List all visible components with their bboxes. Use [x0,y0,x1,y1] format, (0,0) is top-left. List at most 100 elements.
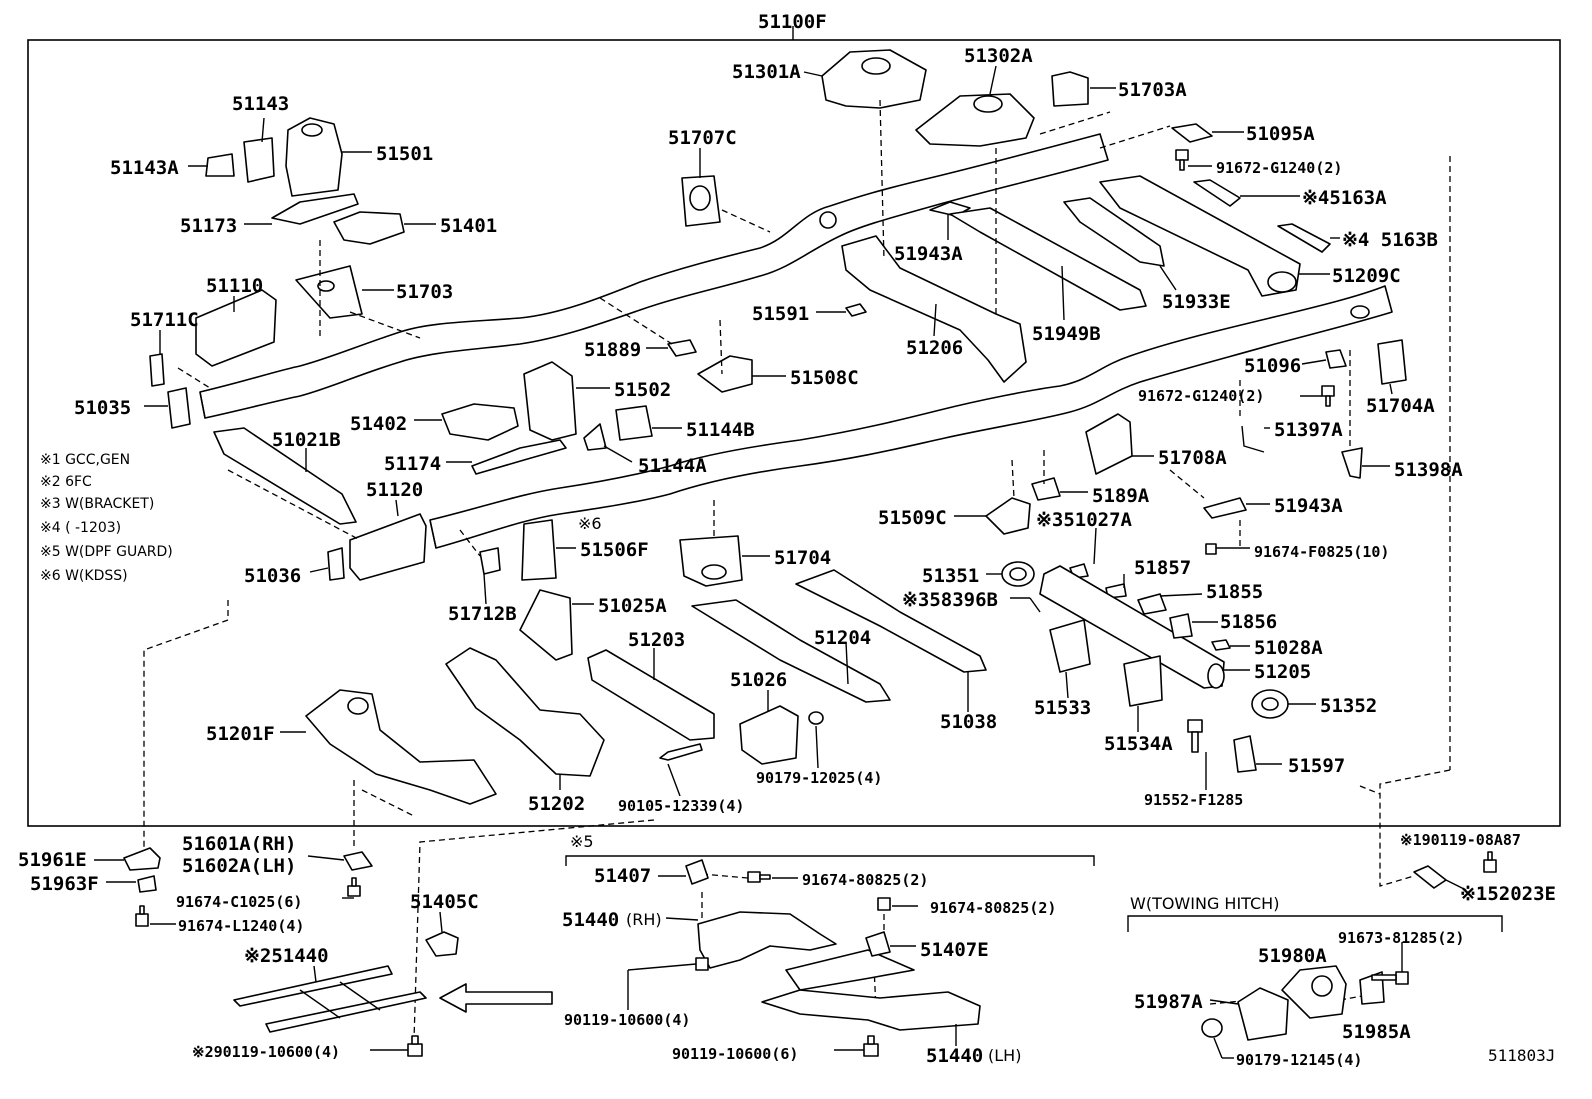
part-label-51602A: 51602A(LH) [182,855,297,877]
part-label-51943A-upper: 51943A [894,243,963,265]
part-label-5189A: 5189A [1092,485,1150,507]
bottom-parts [94,847,1503,1059]
part-label-90119-10600-a: 90119-10600(4) [564,1011,691,1029]
part-label-51949B: 51949B [1032,323,1101,345]
part-label-90105-12339: 90105-12339(4) [618,797,745,815]
part-label-51203: 51203 [628,629,686,651]
part-label-51201F: 51201F [206,723,275,745]
part-label-91674-C1025: 91674-C1025(6) [176,893,303,911]
part-label-51038: 51038 [940,711,998,733]
part-label-91673-81285: 91673-81285(2) [1338,929,1465,947]
part-label-51533: 51533 [1034,697,1092,719]
part-label-90179-12025: 90179-12025(4) [756,769,883,787]
part-label-51712B: 51712B [448,603,517,625]
part-label-51301A: 51301A [732,61,801,83]
part-label-51534A: 51534A [1104,733,1173,755]
part-label-51027A: ※351027A [1036,509,1132,531]
leader-lines [144,65,1393,797]
part-label-51440-lh: 51440 [926,1045,984,1067]
part-label-90119-08A87: ※190119-08A87 [1400,831,1521,849]
part-label-51703A: 51703A [1118,79,1187,101]
part-label-51855: 51855 [1206,581,1264,603]
part-label-51508C: 51508C [790,367,859,389]
part-label-51506F: 51506F [580,539,649,561]
part-label-91674-F0825: 91674-F0825(10) [1254,543,1390,561]
part-label-51597: 51597 [1288,755,1346,777]
part-label-91674-80825-b: 91674-80825(2) [930,899,1057,917]
part-label-51021B: 51021B [272,429,341,451]
part-label-51933E: 51933E [1162,291,1231,313]
part-label-51703: 51703 [396,281,454,303]
part-label-51708A: 51708A [1158,447,1227,469]
note-3: ※3 W(BRACKET) [40,496,155,512]
part-label-91672-G1240-lower: 91672-G1240(2) [1138,387,1265,405]
towing-hitch-note: W(TOWING HITCH) [1130,894,1280,913]
part-label-51943A-lower: 51943A [1274,495,1343,517]
part-label-51144B: 51144B [686,419,755,441]
part-label-91674-L1240: 91674-L1240(4) [178,917,305,935]
part-label-51351: 51351 [922,565,980,587]
part-label-91552-F1285: 91552-F1285 [1144,791,1244,809]
part-label-51035: 51035 [74,397,132,419]
part-label-51502: 51502 [614,379,672,401]
part-label-5163B: ※4 5163B [1342,229,1438,251]
part-label-51405C: 51405C [410,891,479,913]
part-label-91672-G1240-upper: 91672-G1240(2) [1216,159,1343,177]
part-label-51174: 51174 [384,453,442,475]
part-label-51120: 51120 [366,479,424,501]
part-label-51711C: 51711C [130,309,199,331]
part-label-51591: 51591 [752,303,810,325]
part-label-51204: 51204 [814,627,872,649]
dpf-guard-mark: ※5 [570,832,594,851]
part-label-51980A: 51980A [1258,945,1327,967]
kdss-mark: ※6 [578,514,602,533]
assembly-label: 51100F [758,11,827,33]
part-label-51209C: 51209C [1332,265,1401,287]
part-label-51302A: 51302A [964,45,1033,67]
part-label-90179-12145: 90179-12145(4) [1236,1051,1363,1069]
part-label-91674-80825-a: 91674-80825(2) [802,871,929,889]
part-label-51398A: 51398A [1394,459,1463,481]
frame-rail-right [429,285,1393,549]
footer-code: 511803J [1488,1046,1556,1065]
part-label-51704: 51704 [774,547,832,569]
part-label-51202: 51202 [528,793,586,815]
part-label-51401: 51401 [440,215,498,237]
part-label-51205: 51205 [1254,661,1312,683]
part-label-51440-rh: 51440 [562,909,620,931]
part-label-5163A: ※45163A [1302,187,1387,209]
part-label-51707C: 51707C [668,127,737,149]
part-label-51985A: 51985A [1342,1021,1411,1043]
part-label-51025A: 51025A [598,595,667,617]
part-label-51440-lh-suffix: (LH) [988,1046,1022,1065]
assembly-frame-border [27,39,1561,827]
dashed-lines [143,99,1451,1041]
part-label-51095A: 51095A [1246,123,1315,145]
part-label-51096: 51096 [1244,355,1302,377]
part-label-51036: 51036 [244,565,302,587]
part-label-51402: 51402 [350,413,408,435]
part-label-51440-rh-suffix: (RH) [626,910,662,929]
part-label-51857: 51857 [1134,557,1192,579]
part-label-51206: 51206 [906,337,964,359]
part-label-51173: 51173 [180,215,238,237]
part-label-51601A: 51601A(RH) [182,833,297,855]
part-label-51961E: 51961E [18,849,87,871]
part-label-51440-x2: ※251440 [244,945,329,967]
part-label-51028A: 51028A [1254,637,1323,659]
part-label-90119-10600-c: 90119-10600(6) [672,1045,799,1063]
part-label-51397A: 51397A [1274,419,1343,441]
note-4: ※4 ( -1203) [40,520,122,536]
part-label-51407E: 51407E [920,939,989,961]
part-shapes [149,49,1407,805]
part-label-51963F: 51963F [30,873,99,895]
part-label-52023E: ※152023E [1460,883,1556,905]
note-1: ※1 GCC,GEN [40,452,131,468]
part-label-51143: 51143 [232,93,290,115]
part-label-51143A: 51143A [110,157,179,179]
part-label-51501: 51501 [376,143,434,165]
part-label-51509C: 51509C [878,507,947,529]
note-2: ※2 6FC [40,474,92,490]
